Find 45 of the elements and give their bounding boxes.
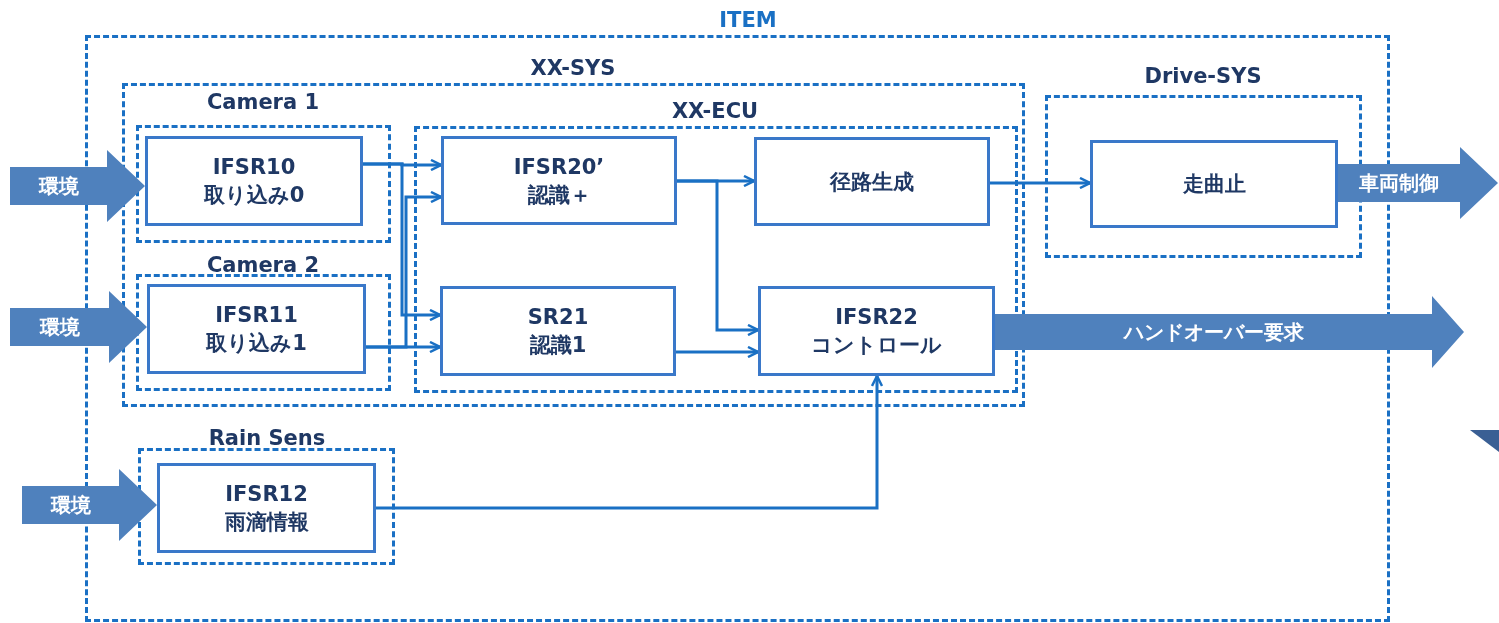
process-box bbox=[147, 284, 366, 374]
block-arrow bbox=[22, 469, 157, 541]
box-label: IFSR22 bbox=[835, 304, 918, 331]
process-box bbox=[157, 463, 376, 553]
frame-label: ITEM bbox=[719, 8, 777, 32]
frame-label: Camera 2 bbox=[206, 253, 320, 277]
box-label: 雨滴情報 bbox=[224, 509, 309, 536]
edge-label: 環境 bbox=[50, 493, 91, 517]
arrow bbox=[376, 374, 884, 510]
frame-label: XX-ECU bbox=[671, 99, 759, 123]
edge-label: ハンドオーバー要求 bbox=[1123, 320, 1304, 344]
edge-label: 環境 bbox=[38, 174, 79, 198]
box-label: 認識＋ bbox=[527, 181, 591, 209]
box-label: コントロール bbox=[811, 332, 942, 359]
box-label: SR21 bbox=[527, 304, 589, 331]
box-label: IFSR10 bbox=[212, 154, 296, 181]
box-label: 取り込み1 bbox=[206, 330, 307, 357]
block-arrow bbox=[995, 296, 1464, 368]
frame-label: XX-SYS bbox=[530, 56, 616, 80]
edge-label: 環境 bbox=[39, 315, 80, 339]
frame-label: Rain Sens bbox=[208, 426, 326, 450]
arrow bbox=[990, 176, 1092, 190]
frame-label: Drive-SYS bbox=[1144, 64, 1262, 88]
block-arrow bbox=[10, 150, 145, 222]
edge-label: 車両制御 bbox=[1359, 171, 1439, 195]
process-box bbox=[441, 136, 677, 225]
frame-label: Camera 1 bbox=[206, 90, 320, 114]
process-box bbox=[1090, 140, 1338, 228]
box-label: IFSR20’ bbox=[513, 153, 605, 181]
arrow bbox=[366, 340, 442, 354]
arrow bbox=[676, 345, 760, 359]
box-label: 径路生成 bbox=[830, 168, 914, 196]
process-box bbox=[145, 136, 363, 226]
box-label: 認識1 bbox=[529, 332, 587, 359]
box-label: 取り込み0 bbox=[203, 182, 305, 209]
block-arrow bbox=[10, 291, 147, 363]
process-box bbox=[440, 286, 676, 376]
box-label: IFSR11 bbox=[215, 302, 298, 329]
arrow bbox=[363, 162, 442, 322]
process-box bbox=[758, 286, 995, 376]
process-box bbox=[754, 137, 990, 226]
arrow bbox=[677, 179, 760, 337]
block-arrow bbox=[1338, 147, 1498, 219]
box-label: 走曲止 bbox=[1182, 171, 1246, 198]
box-label: IFSR12 bbox=[225, 481, 308, 508]
